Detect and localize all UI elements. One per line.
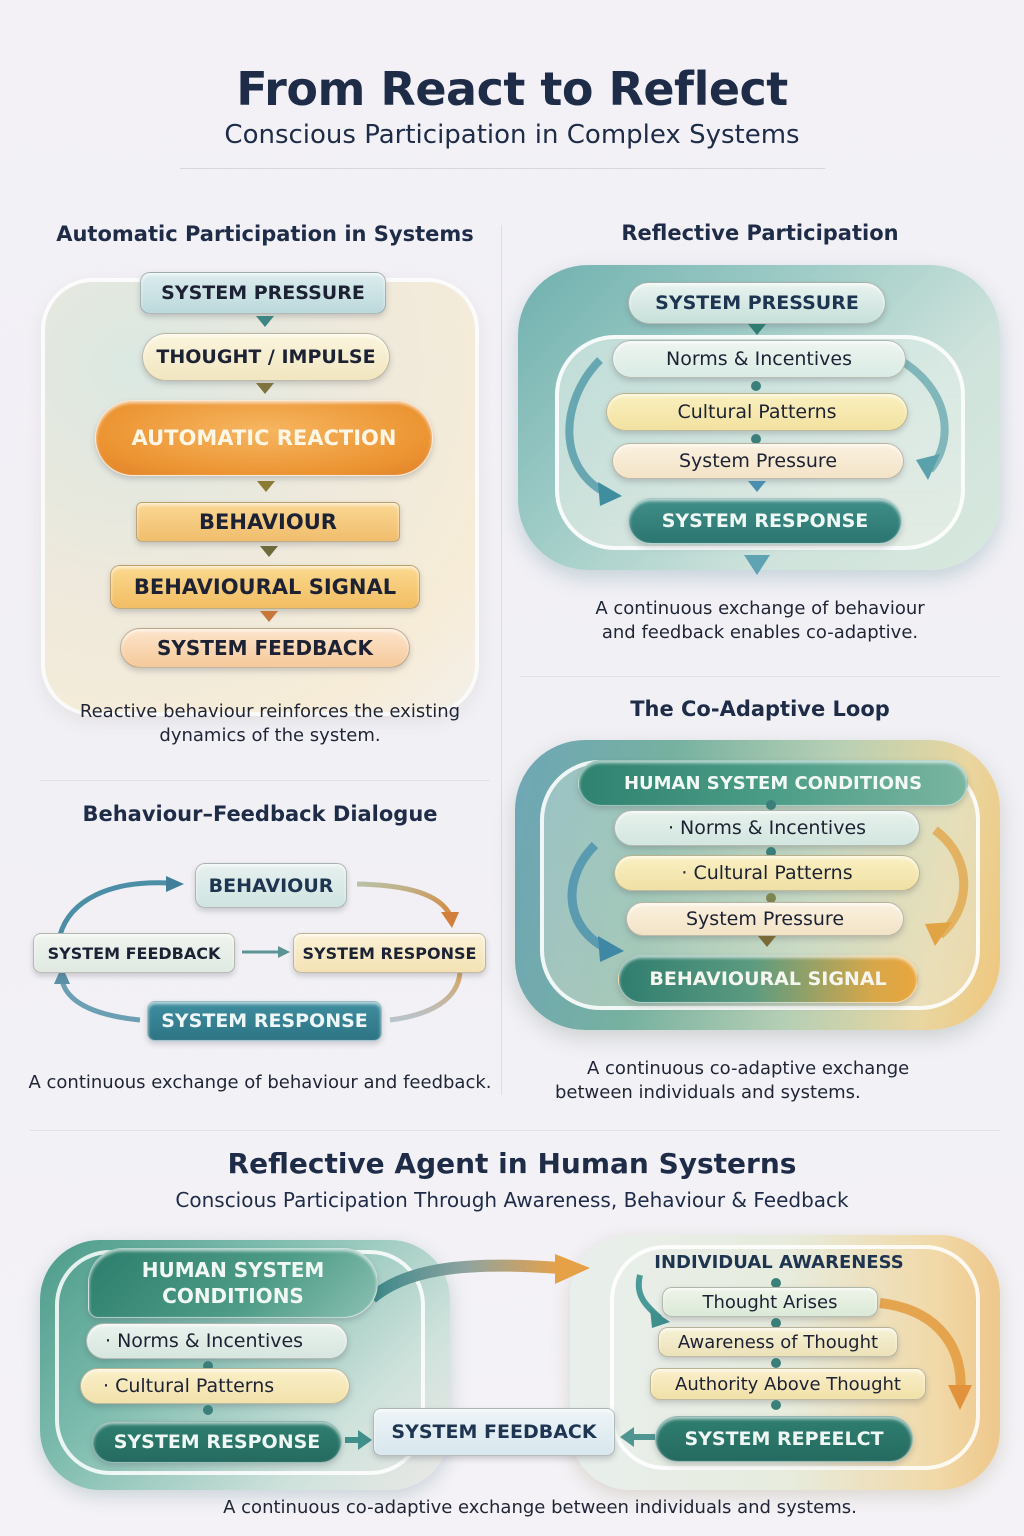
page-subtitle: Conscious Participation in Complex Syste… (224, 120, 800, 150)
agent-right-system-reflect: SYSTEM REPEELCT (655, 1416, 913, 1462)
agent-section-subtitle: Conscious Participation Through Awarenes… (175, 1188, 849, 1212)
dialogue-node-system-response-bottom: SYSTEM RESPONSE (147, 1001, 382, 1041)
agent-center-system-feedback: SYSTEM FEEDBACK (373, 1408, 615, 1456)
left-section-divider (40, 780, 490, 781)
connector-dot (771, 1358, 781, 1368)
auto-step-thought-impulse: THOUGHT / IMPULSE (142, 333, 390, 381)
coad-step-norms-incentives: · Norms & Incentives (614, 810, 920, 846)
automatic-caption-line-1: Reactive behaviour reinforces the existi… (79, 701, 461, 722)
automatic-section-title: Automatic Participation in Systems (56, 222, 474, 246)
reflective-caption-line-1: A continuous exchange of behaviour (595, 598, 925, 619)
connector-dot (203, 1361, 213, 1371)
arrow-down-icon (260, 611, 278, 622)
right-section-divider (520, 676, 1000, 677)
coadaptive-caption-line-1: A continuous co-adaptive exchange (587, 1058, 910, 1079)
agent-left-system-response: SYSTEM RESPONSE (92, 1421, 342, 1463)
connector-dot (203, 1405, 213, 1415)
agent-left-header: HUMAN SYSTEM CONDITIONS (88, 1248, 378, 1318)
connector-dot (771, 1318, 781, 1328)
dialogue-node-system-response-right: SYSTEM RESPONSE (293, 933, 486, 973)
arrow-down-icon (256, 316, 274, 327)
agent-left-item-norms: · Norms & Incentives (86, 1323, 348, 1359)
reflective-section-title: Reflective Participation (621, 221, 899, 245)
dialogue-caption: A continuous exchange of behaviour and f… (28, 1072, 492, 1093)
bottom-section-divider (30, 1130, 1000, 1131)
auto-step-behaviour: BEHAVIOUR (136, 502, 400, 542)
agent-right-item-awareness: Awareness of Thought (658, 1327, 898, 1357)
dialogue-section-title: Behaviour–Feedback Dialogue (82, 802, 438, 826)
dialogue-node-system-feedback: SYSTEM FEEDBACK (33, 933, 235, 973)
arrow-down-icon (256, 383, 274, 394)
arrow-down-icon (748, 324, 766, 335)
auto-step-automatic-reaction: AUTOMATIC REACTION (95, 400, 433, 476)
refl-step-system-pressure-2: System Pressure (612, 443, 904, 479)
refl-step-system-response: SYSTEM RESPONSE (628, 498, 902, 544)
agent-right-header: INDIVIDUAL AWARENESS (654, 1252, 904, 1273)
agent-caption: A continuous co-adaptive exchange betwee… (223, 1497, 857, 1518)
dialogue-node-behaviour: BEHAVIOUR (195, 863, 347, 908)
automatic-caption-line-2: dynamics of the system. (159, 725, 381, 746)
arrow-down-icon (257, 481, 275, 492)
coadaptive-caption: A continuous co-adaptive exchange betwee… (555, 1057, 955, 1105)
coad-step-human-system-conditions: HUMAN SYSTEM CONDITIONS (578, 760, 968, 806)
agent-right-item-authority: Authority Above Thought (650, 1368, 926, 1400)
agent-left-header-line-1: HUMAN SYSTEM (141, 1258, 325, 1282)
auto-step-behavioural-signal: BEHAVIOURAL SIGNAL (110, 565, 420, 609)
coadaptive-caption-line-2: between individuals and systems. (555, 1082, 861, 1103)
auto-step-system-feedback: SYSTEM FEEDBACK (120, 628, 410, 668)
connector-dot (751, 434, 761, 444)
header-divider (180, 168, 825, 169)
coadaptive-section-title: The Co-Adaptive Loop (630, 697, 890, 721)
arrow-down-icon (748, 481, 766, 492)
agent-left-header-line-2: CONDITIONS (162, 1284, 304, 1308)
vertical-divider (501, 225, 502, 1095)
auto-step-system-pressure: SYSTEM PRESSURE (140, 272, 386, 314)
coad-step-behavioural-signal: BEHAVIOURAL SIGNAL (618, 955, 918, 1003)
page-title: From React to Reflect (236, 62, 788, 116)
reflective-caption: A continuous exchange of behaviour and f… (510, 597, 1010, 645)
agent-right-inner-loop (610, 1245, 980, 1470)
automatic-caption: Reactive behaviour reinforces the existi… (40, 700, 500, 748)
coad-step-system-pressure: System Pressure (626, 902, 904, 936)
connector-dot (771, 1400, 781, 1410)
arrow-down-icon (260, 546, 278, 557)
agent-right-item-thought-arises: Thought Arises (662, 1287, 878, 1317)
agent-section-title: Reflective Agent in Human Systerns (227, 1147, 797, 1180)
arrow-down-icon (758, 936, 776, 947)
connector-dot (771, 1278, 781, 1288)
refl-step-system-pressure: SYSTEM PRESSURE (628, 282, 886, 324)
connector-dot (751, 381, 761, 391)
agent-left-item-cultural: · Cultural Patterns (80, 1368, 350, 1404)
reflective-caption-line-2: and feedback enables co-adaptive. (601, 622, 919, 643)
connector-dot (766, 800, 776, 810)
connector-dot (766, 847, 776, 857)
refl-step-cultural-patterns: Cultural Patterns (606, 393, 908, 431)
refl-step-norms-incentives: Norms & Incentives (612, 340, 906, 378)
coad-step-cultural-patterns: · Cultural Patterns (614, 855, 920, 891)
connector-dot (766, 893, 776, 903)
